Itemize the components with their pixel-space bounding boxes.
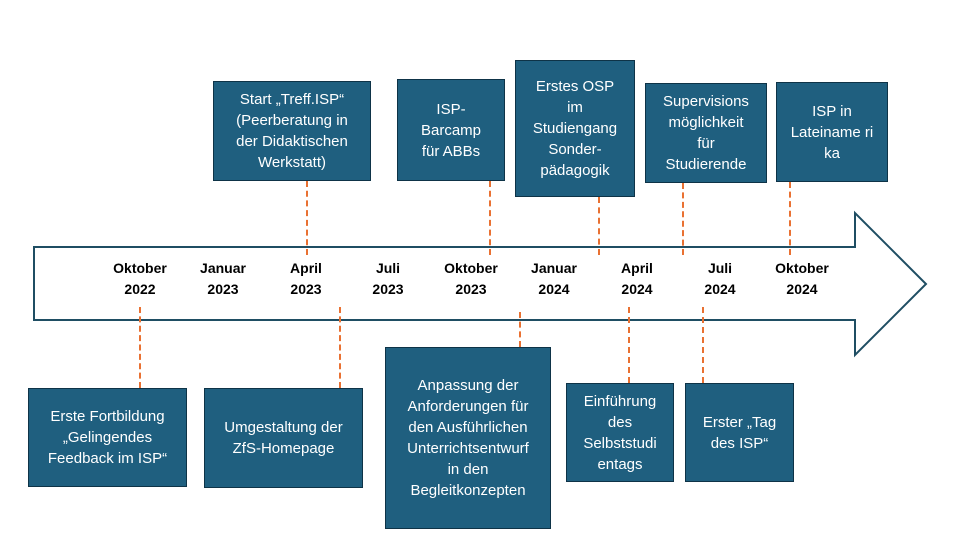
event-erster-tag-des-isp: Erster „Tag des ISP“ xyxy=(685,383,794,482)
event-isp-lateinamerika: ISP in Lateiname ri ka xyxy=(776,82,888,182)
connector-below-5 xyxy=(702,307,704,383)
connector-below-3 xyxy=(519,312,521,347)
tick-oktober-2022: Oktober 2022 xyxy=(113,260,167,297)
connector-above-1 xyxy=(306,181,308,255)
connector-above-5 xyxy=(789,182,791,255)
connector-below-1 xyxy=(139,307,141,388)
tick-juli-2024: Juli 2024 xyxy=(704,260,736,297)
tick-april-2024: April 2024 xyxy=(621,260,653,297)
connector-above-3 xyxy=(598,197,600,255)
event-einfuehrung-selbststudientag: Einführung des Selbststudi entags xyxy=(566,383,674,482)
event-anpassung-anforderungen: Anpassung der Anforderungen für den Ausf… xyxy=(385,347,551,529)
tick-april-2023: April 2023 xyxy=(290,260,322,297)
event-umgestaltung-homepage: Umgestaltung der ZfS-Homepage xyxy=(204,388,363,488)
connector-below-2 xyxy=(339,307,341,388)
connector-above-4 xyxy=(682,183,684,255)
tick-januar-2024: Januar 2024 xyxy=(531,260,577,297)
event-treff-isp: Start „Treff.ISP“ (Peerberatung in der D… xyxy=(213,81,371,181)
event-erstes-osp: Erstes OSP im Studiengang Sonder- pädago… xyxy=(515,60,635,197)
tick-oktober-2024: Oktober 2024 xyxy=(775,260,829,297)
tick-juli-2023: Juli 2023 xyxy=(372,260,404,297)
event-erste-fortbildung: Erste Fortbildung „Gelingendes Feedback … xyxy=(28,388,187,487)
tick-januar-2023: Januar 2023 xyxy=(200,260,246,297)
connector-below-4 xyxy=(628,307,630,383)
connector-above-2 xyxy=(489,181,491,255)
event-isp-barcamp: ISP- Barcamp für ABBs xyxy=(397,79,505,181)
tick-oktober-2023: Oktober 2023 xyxy=(444,260,498,297)
event-supervisionsmoeglichkeit: Supervisions möglichkeit für Studierende xyxy=(645,83,767,183)
